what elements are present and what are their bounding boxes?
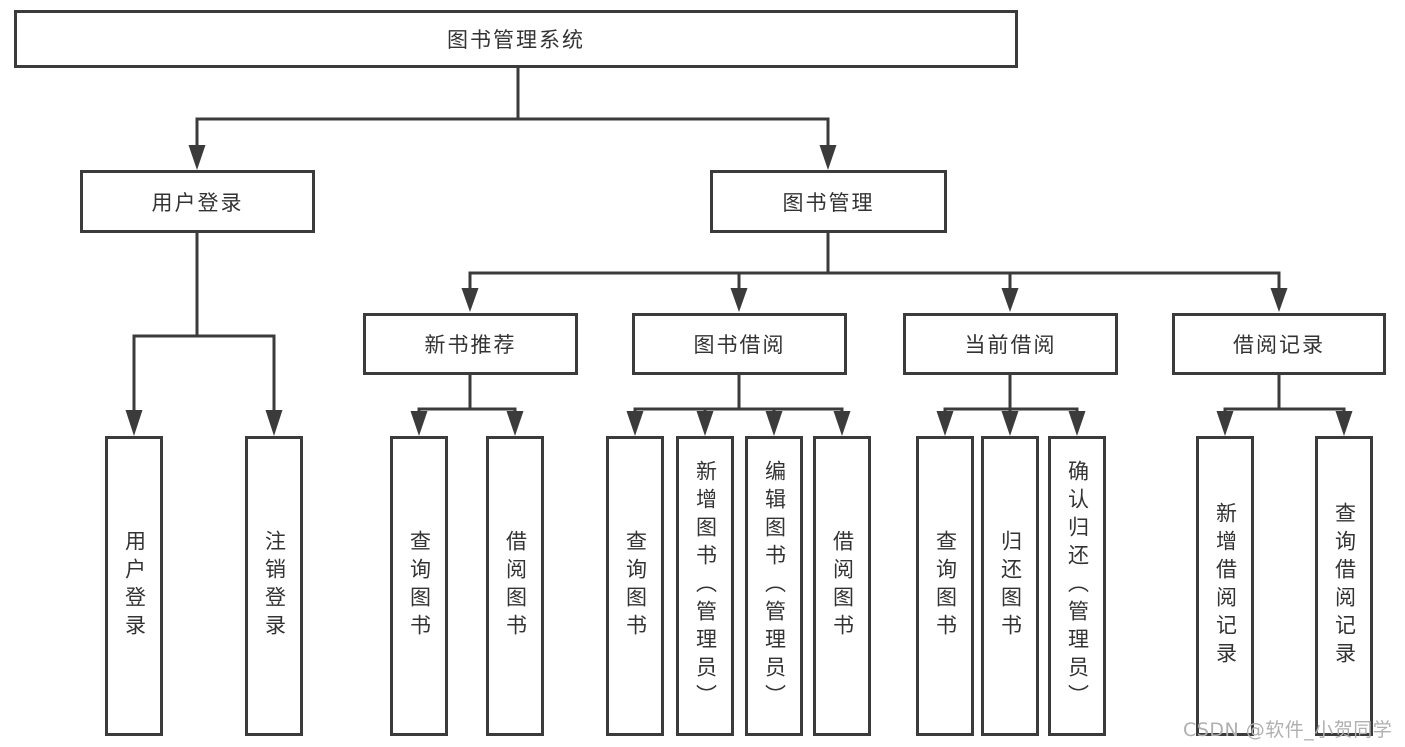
node-book-borrow: 图书借阅 [632, 313, 847, 375]
node-book-management: 图书管理 [710, 170, 947, 233]
node-new-book-recommend: 新书推荐 [363, 313, 578, 375]
node-library-system: 图书管理系统 [14, 10, 1018, 68]
leaf-label: 查询图书 [407, 530, 432, 642]
leaf-label: 查询图书 [933, 530, 958, 642]
leaf-label: 借阅图书 [830, 530, 855, 642]
leaf-add-books-admin: 新增图书（管理员） [676, 436, 734, 736]
leaf-label: 归还图书 [998, 530, 1023, 642]
leaf-query-books-borrow: 查询图书 [606, 436, 664, 736]
leaf-label: 注销登录 [262, 530, 287, 642]
leaf-borrow-books-recommend: 借阅图书 [486, 436, 544, 736]
node-borrow-records: 借阅记录 [1172, 313, 1386, 375]
leaf-logout: 注销登录 [245, 436, 303, 736]
leaf-query-borrow-record: 查询借阅记录 [1315, 436, 1373, 736]
leaf-confirm-return-admin: 确认归还（管理员） [1048, 436, 1106, 736]
leaf-return-books: 归还图书 [981, 436, 1039, 736]
node-user-login: 用户登录 [80, 170, 315, 233]
leaf-label: 用户登录 [122, 530, 147, 642]
leaf-label: 新增图书（管理员） [693, 460, 718, 712]
leaf-label: 查询借阅记录 [1332, 502, 1357, 670]
leaf-label: 借阅图书 [503, 530, 528, 642]
leaf-edit-books-admin: 编辑图书（管理员） [745, 436, 803, 736]
leaf-label: 编辑图书（管理员） [762, 460, 787, 712]
leaf-label: 新增借阅记录 [1213, 502, 1238, 670]
leaf-user-login: 用户登录 [105, 436, 163, 736]
leaf-label: 查询图书 [623, 530, 648, 642]
leaf-borrow-books: 借阅图书 [813, 436, 871, 736]
leaf-label: 确认归还（管理员） [1065, 460, 1090, 712]
leaf-query-books-current: 查询图书 [916, 436, 974, 736]
leaf-query-books-recommend: 查询图书 [390, 436, 448, 736]
leaf-add-borrow-record: 新增借阅记录 [1196, 436, 1254, 736]
watermark: CSDN @软件_小贺同学 [1183, 719, 1393, 741]
node-current-borrow: 当前借阅 [903, 313, 1118, 375]
